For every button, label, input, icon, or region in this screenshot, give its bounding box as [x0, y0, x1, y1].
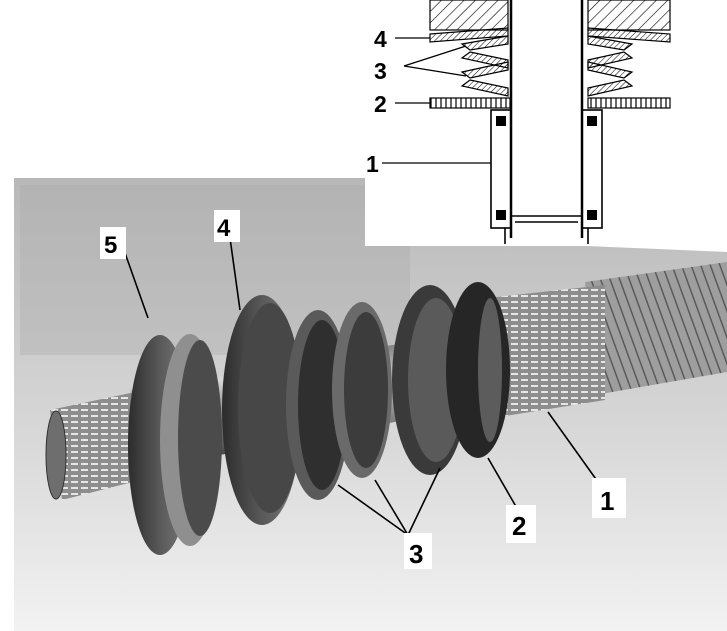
photo-label-box-3: [404, 533, 432, 569]
housing-left: [429, 0, 509, 31]
photo-leader-lines: [124, 237, 599, 536]
threaded-shaft: [585, 262, 727, 395]
section-toothed-ring-left: [429, 97, 511, 109]
spring-discs-part-3: [286, 285, 468, 500]
section-label-3: 3: [374, 58, 387, 84]
section-label-1: 1: [366, 151, 379, 177]
collar-part-5: [128, 334, 222, 555]
photo-panel: 5 4 3 2 1: [14, 178, 727, 631]
section-sleeve: [490, 109, 603, 244]
section-label-2: 2: [374, 91, 387, 117]
photo-label-box-4: [214, 210, 240, 242]
section-toothed-ring-right: [587, 97, 671, 109]
housing-right: [587, 0, 671, 31]
cross-section-drawing: 4 3 2 1: [365, 0, 727, 246]
section-leader-lines: [382, 37, 491, 164]
photo-label-1: 1: [600, 486, 614, 516]
spline-end: [50, 392, 140, 500]
disc-part-4: [222, 295, 302, 525]
washer-part-2: [446, 282, 510, 458]
photo-label-2: 2: [512, 511, 526, 541]
photo-label-box-5: [100, 227, 126, 259]
photo-label-5: 5: [104, 232, 117, 259]
photo-label-3: 3: [409, 539, 423, 569]
photo-label-box-2: [506, 505, 536, 543]
section-disc-springs: [460, 35, 634, 97]
photo-label-box-1: [592, 478, 626, 518]
section-label-4: 4: [374, 26, 387, 52]
photo-label-4: 4: [217, 215, 231, 242]
